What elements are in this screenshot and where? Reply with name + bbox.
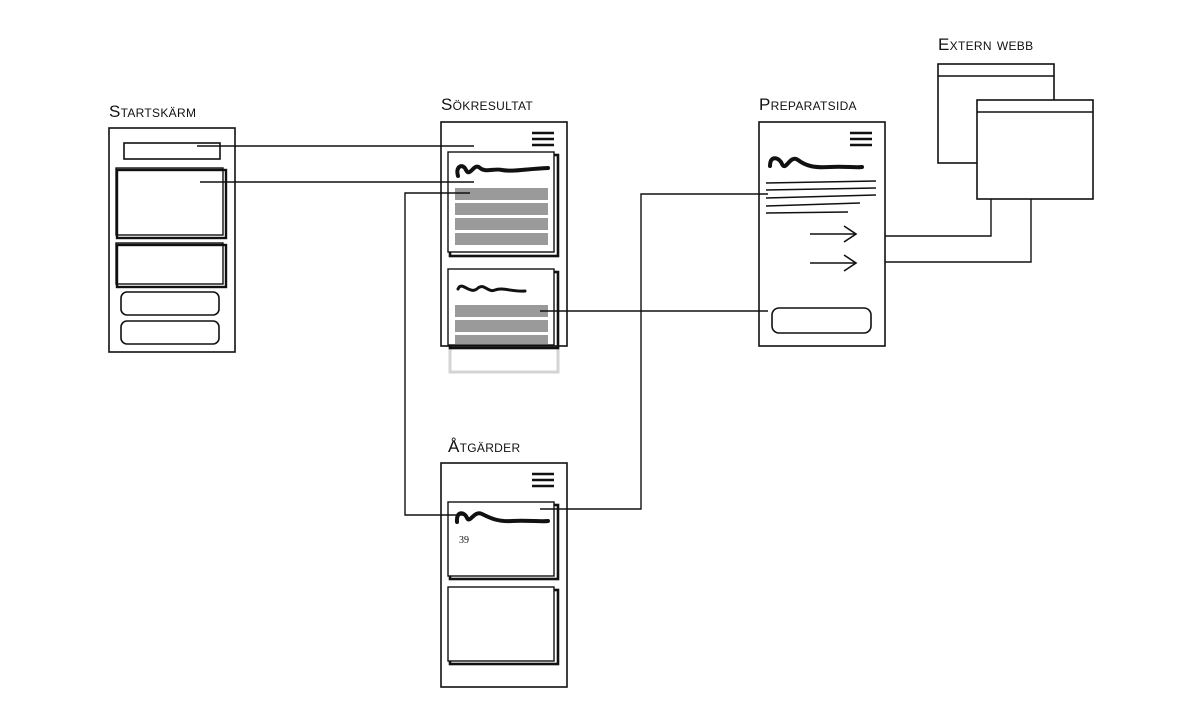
start-card-medium <box>115 243 228 289</box>
external-window-front <box>976 99 1094 200</box>
connector-product-to-external-1 <box>885 199 992 237</box>
result-card-1-row-4 <box>455 233 548 245</box>
title-startskarm: Startskärm <box>109 102 196 121</box>
connectors <box>197 145 1032 516</box>
action-card-1-title-scribble <box>454 511 550 524</box>
result-card-1-row-1 <box>455 188 548 200</box>
start-search-field <box>123 142 221 160</box>
product-title-scribble <box>768 156 864 170</box>
connector-results-to-actions <box>404 192 470 516</box>
product-button <box>771 307 872 334</box>
screen-sokresultat <box>440 121 568 374</box>
screen-preparatsida <box>758 121 886 347</box>
actions-menu-icon <box>532 472 554 488</box>
screen-extern-webb <box>937 63 1094 200</box>
screen-startskarm <box>108 127 236 353</box>
result-card-2-row-1 <box>455 305 548 317</box>
result-card-2-row-3 <box>455 335 548 344</box>
results-menu-icon <box>532 131 554 147</box>
result-card-1-row-3 <box>455 218 548 230</box>
result-card-1-title-scribble <box>455 164 550 178</box>
connector-actions-to-product <box>540 193 768 510</box>
start-card-large-outline <box>115 167 224 236</box>
start-frame <box>108 127 236 353</box>
title-extern-webb: Extern webb <box>938 35 1033 54</box>
connector-product-to-external-2 <box>885 199 1032 263</box>
product-text-lines <box>765 180 877 214</box>
result-card-1-row-2 <box>455 203 548 215</box>
result-card-2-row-2 <box>455 320 548 332</box>
result-card-2-title-scribble <box>456 284 527 293</box>
title-sokresultat: Sökresultat <box>441 95 533 114</box>
start-button-2 <box>120 320 220 345</box>
arrow-right-icon <box>810 225 858 243</box>
start-card-medium-outline <box>115 242 224 285</box>
title-atgarder: Åtgärder <box>448 437 520 456</box>
product-menu-icon <box>850 131 872 147</box>
start-button-1 <box>120 291 220 316</box>
start-card-large <box>115 168 228 240</box>
action-card-2 <box>447 586 555 662</box>
screen-atgarder: 39 <box>440 462 568 688</box>
action-card-1-number: 39 <box>459 535 469 546</box>
arrow-right-icon <box>810 254 858 272</box>
title-preparatsida: Preparatsida <box>759 95 857 114</box>
